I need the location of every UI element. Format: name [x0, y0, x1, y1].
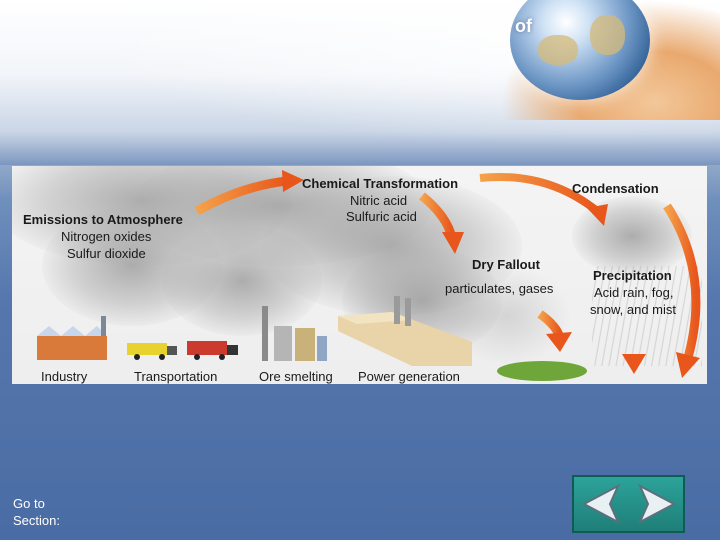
- smelter-icon: [262, 306, 327, 361]
- arrowhead: [676, 352, 700, 378]
- goto-section-link[interactable]: Go to Section:: [13, 495, 60, 529]
- globe-landmass: [538, 35, 578, 65]
- rain-streaks: [592, 266, 702, 366]
- navigation-buttons: [572, 475, 685, 533]
- source-label-transportation: Transportation: [134, 369, 218, 384]
- arrowhead: [282, 170, 304, 192]
- right-arrow-icon: [637, 483, 677, 525]
- globe-image: [510, 0, 650, 100]
- emissions-heading: Emissions to Atmosphere: [23, 212, 183, 227]
- arrowhead: [622, 354, 646, 374]
- source-illustrations: [37, 296, 587, 381]
- acid-rain-diagram: Chemical Transformation Nitric acid Sulf…: [12, 166, 707, 384]
- factory-icon: [37, 316, 107, 360]
- arrowhead: [546, 332, 572, 352]
- globe-landmass: [590, 15, 625, 55]
- arrow-emissions-to-chemical: [194, 176, 288, 215]
- particulates-label: particulates, gases: [445, 281, 554, 296]
- slide-title: of: [515, 16, 532, 36]
- arrowhead: [442, 232, 464, 254]
- back-button[interactable]: [578, 481, 628, 527]
- source-label-industry: Industry: [41, 369, 88, 384]
- forward-button[interactable]: [630, 481, 680, 527]
- power-plant-icon: [338, 296, 472, 366]
- precipitation-heading: Precipitation: [593, 268, 672, 283]
- arrow-chemical-to-condensation: [479, 172, 600, 215]
- arrow-condensation-loop: [663, 203, 701, 363]
- goto-line: Section:: [13, 513, 60, 528]
- truck-icon: [127, 341, 238, 360]
- nitrogen-oxides-label: Nitrogen oxides: [61, 229, 152, 244]
- source-label-ore-smelting: Ore smelting: [259, 369, 333, 384]
- source-label-power-generation: Power generation: [358, 369, 460, 384]
- acid-rain-label: Acid rain, fog,: [594, 285, 674, 300]
- chemical-transformation-heading: Chemical Transformation: [302, 176, 459, 191]
- nitric-acid-label: Nitric acid: [350, 193, 408, 208]
- sulfuric-acid-label: Sulfuric acid: [346, 209, 417, 224]
- goto-line: Go to: [13, 496, 45, 511]
- sulfur-dioxide-label: Sulfur dioxide: [67, 246, 146, 261]
- grass-patch: [497, 361, 587, 381]
- arrowhead: [587, 204, 608, 226]
- dry-fallout-heading: Dry Fallout: [472, 257, 540, 272]
- flow-arrows: [194, 170, 701, 378]
- snow-mist-label: snow, and mist: [590, 302, 676, 317]
- left-arrow-icon: [581, 483, 621, 525]
- condensation-heading: Condensation: [572, 181, 659, 196]
